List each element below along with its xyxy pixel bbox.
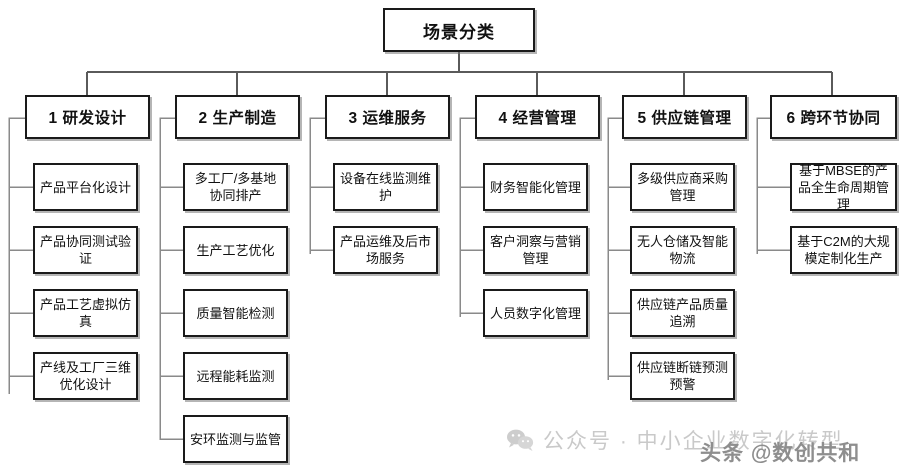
column-header-3[interactable]: 3 运维服务 [325, 95, 450, 139]
node-col-4-item-2[interactable]: 客户洞察与营销管理 [483, 226, 588, 274]
node-label: 供应链产品质量追溯 [636, 297, 728, 329]
toutiao-watermark-text: 头条 @数创共和 [700, 442, 861, 465]
column-header-3-label: 3 运维服务 [348, 110, 427, 127]
node-col-6-item-2[interactable]: 基于C2M的大规模定制化生产 [790, 226, 897, 274]
node-label: 财务智能化管理 [489, 179, 581, 195]
node-label: 产线及工厂三维优化设计 [39, 360, 131, 392]
root-node[interactable]: 场景分类 [383, 8, 535, 52]
column-header-1[interactable]: 1 研发设计 [25, 95, 150, 139]
node-col-1-item-3[interactable]: 产品工艺虚拟仿真 [33, 289, 138, 337]
node-col-3-item-2[interactable]: 产品运维及后市场服务 [333, 226, 438, 274]
node-col-1-item-4[interactable]: 产线及工厂三维优化设计 [33, 352, 138, 400]
column-header-1-label: 1 研发设计 [48, 110, 127, 127]
node-label: 产品协同测试验证 [39, 234, 131, 266]
node-label: 客户洞察与营销管理 [489, 234, 581, 266]
node-label: 基于C2M的大规模定制化生产 [797, 234, 890, 266]
node-label: 基于MBSE的产品全生命周期管理 [797, 162, 889, 212]
node-label: 供应链断链预测预警 [636, 360, 728, 392]
node-label: 无人仓储及智能物流 [636, 234, 728, 266]
wechat-watermark: 公众号 · 中小企业数字化转型 [505, 425, 844, 455]
node-col-2-item-3[interactable]: 质量智能检测 [183, 289, 288, 337]
node-col-2-item-5[interactable]: 安环监测与监管 [183, 415, 288, 463]
node-col-4-item-1[interactable]: 财务智能化管理 [483, 163, 588, 211]
wechat-watermark-text: 公众号 · 中小企业数字化转型 [543, 430, 844, 453]
column-header-5-label: 5 供应链管理 [637, 110, 732, 127]
column-header-6-label: 6 跨环节协同 [786, 110, 881, 127]
node-label: 产品工艺虚拟仿真 [39, 297, 131, 329]
node-label: 产品平台化设计 [39, 179, 131, 195]
column-header-5[interactable]: 5 供应链管理 [622, 95, 747, 139]
spine-col-2 [159, 117, 175, 440]
node-label: 安环监测与监管 [189, 431, 281, 447]
node-col-5-item-1[interactable]: 多级供应商采购管理 [630, 163, 735, 211]
column-header-2[interactable]: 2 生产制造 [175, 95, 300, 139]
node-col-6-item-1[interactable]: 基于MBSE的产品全生命周期管理 [790, 162, 897, 212]
node-label: 设备在线监测维护 [339, 171, 431, 203]
node-col-5-item-4[interactable]: 供应链断链预测预警 [630, 352, 735, 400]
root-label: 场景分类 [423, 22, 495, 42]
node-label: 远程能耗监测 [196, 368, 275, 384]
toutiao-watermark: 头条 @数创共和 [700, 437, 860, 467]
node-col-1-item-1[interactable]: 产品平台化设计 [33, 163, 138, 211]
node-label: 质量智能检测 [196, 305, 275, 321]
node-label: 多级供应商采购管理 [636, 171, 728, 203]
spine-col-4 [459, 117, 475, 317]
node-label: 多工厂/多基地协同排产 [194, 171, 277, 203]
spine-col-1 [8, 117, 25, 394]
node-col-3-item-1[interactable]: 设备在线监测维护 [333, 163, 438, 211]
column-header-4-label: 4 经营管理 [498, 110, 577, 127]
column-header-4[interactable]: 4 经营管理 [475, 95, 600, 139]
wechat-icon [505, 428, 535, 452]
node-label: 生产工艺优化 [196, 242, 275, 258]
node-col-2-item-4[interactable]: 远程能耗监测 [183, 352, 288, 400]
node-label: 人员数字化管理 [489, 305, 581, 321]
node-col-5-item-3[interactable]: 供应链产品质量追溯 [630, 289, 735, 337]
node-col-2-item-2[interactable]: 生产工艺优化 [183, 226, 288, 274]
node-col-1-item-2[interactable]: 产品协同测试验证 [33, 226, 138, 274]
column-header-6[interactable]: 6 跨环节协同 [770, 95, 897, 139]
node-label: 产品运维及后市场服务 [339, 234, 431, 266]
spine-col-3 [309, 117, 325, 254]
spine-col-5 [607, 117, 622, 380]
column-header-2-label: 2 生产制造 [198, 110, 277, 127]
node-col-5-item-2[interactable]: 无人仓储及智能物流 [630, 226, 735, 274]
node-col-4-item-3[interactable]: 人员数字化管理 [483, 289, 588, 337]
node-col-2-item-1[interactable]: 多工厂/多基地协同排产 [183, 163, 288, 211]
spine-col-6 [756, 117, 770, 254]
